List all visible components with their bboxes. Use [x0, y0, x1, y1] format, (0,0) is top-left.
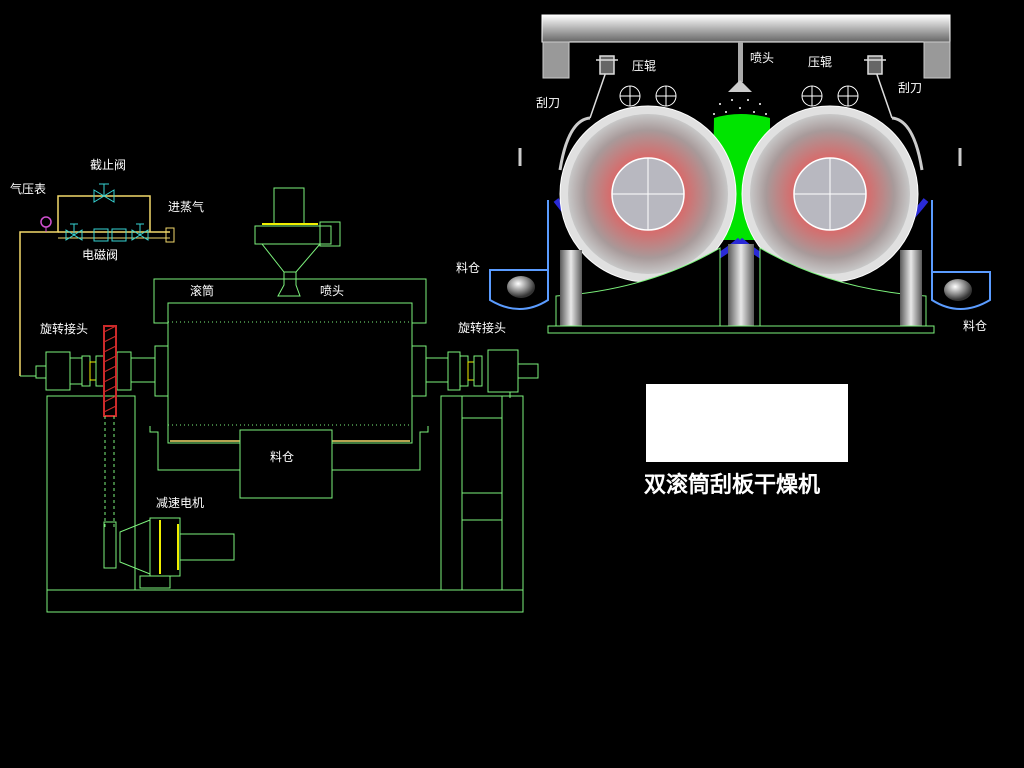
label-rotary-joint-right: 旋转接头	[458, 320, 506, 335]
label-stop-valve: 截止阀	[90, 158, 126, 172]
label-press-roller-left: 压辊	[632, 59, 656, 73]
pressure-gauge-icon	[40, 216, 52, 228]
drum-body	[167, 302, 413, 444]
label-nozzle-side: 喷头	[320, 284, 344, 298]
scraper-left	[589, 55, 618, 119]
label-drum: 滚筒	[190, 283, 214, 298]
left-rotary-joint	[45, 351, 71, 391]
front-view: 喷头 压辊 压辊 刮刀 刮刀 料仓 料仓	[456, 14, 991, 334]
label-rotary-joint-left: 旋转接头	[40, 321, 88, 336]
diagram-title: 双滚筒刮板干燥机	[644, 472, 820, 498]
label-press-roller-right: 压辊	[808, 55, 832, 69]
hopper-box	[239, 429, 333, 499]
label-hopper-right: 料仓	[963, 319, 987, 333]
blank-panel	[646, 384, 848, 462]
right-drum	[741, 105, 919, 283]
base-frame	[46, 589, 524, 613]
spray-nozzle	[738, 42, 743, 82]
label-hopper-side: 料仓	[270, 450, 294, 464]
side-view: 气压表 截止阀 进蒸气 电磁阀 滚筒 喷头 旋转接头 旋转接头 料仓 减速电机	[10, 158, 539, 613]
left-stand	[46, 395, 136, 591]
solenoid-valve-icons	[65, 223, 149, 242]
label-steam-inlet: 进蒸气	[168, 199, 204, 214]
label-pressure-gauge: 气压表	[10, 181, 46, 196]
top-motor	[273, 187, 305, 225]
label-nozzle-front: 喷头	[750, 51, 774, 65]
left-bin	[489, 200, 549, 310]
press-roller-icons	[619, 85, 859, 107]
label-solenoid-valve: 电磁阀	[82, 247, 118, 262]
label-hopper-left: 料仓	[456, 261, 480, 275]
left-drum	[559, 105, 737, 283]
scraper-right	[864, 55, 893, 119]
top-beam	[541, 14, 951, 43]
stop-valve-icon	[93, 183, 115, 203]
label-gear-motor: 减速电机	[156, 496, 204, 510]
label-scraper-right: 刮刀	[898, 81, 922, 95]
right-rotary-joint	[487, 349, 519, 393]
label-scraper-left: 刮刀	[536, 96, 560, 110]
right-bin	[931, 200, 991, 310]
